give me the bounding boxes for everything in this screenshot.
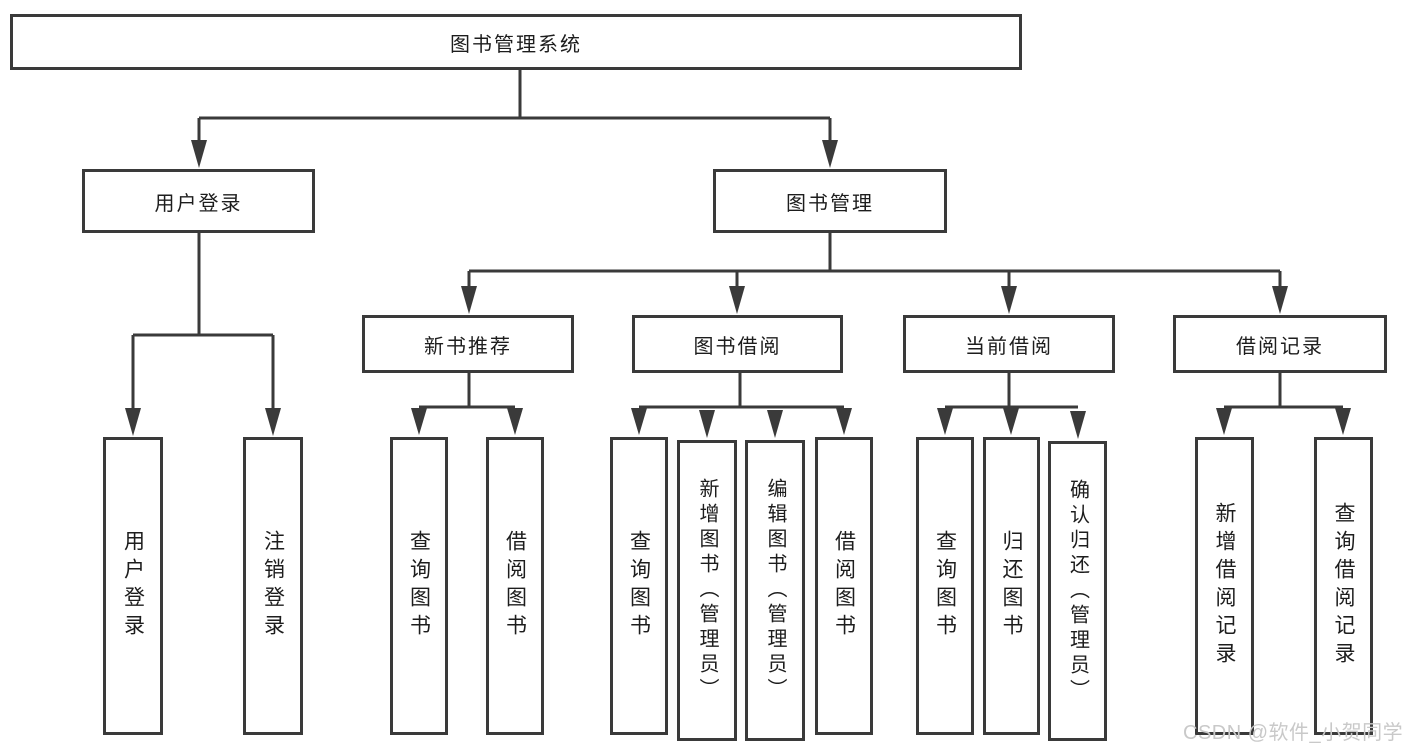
leaf-borrow-book: 借阅图书: [815, 437, 873, 735]
node-current-borrow: 当前借阅: [903, 315, 1115, 373]
node-user-login-branch: 用户登录: [82, 169, 315, 233]
node-new-book-recommend: 新书推荐: [362, 315, 574, 373]
leaf-confirm-return-admin: 确认归还（管理员）: [1048, 441, 1107, 741]
leaf-edit-book-admin: 编辑图书（管理员）: [745, 440, 805, 741]
leaf-recommend-query-book: 查询图书: [390, 437, 448, 735]
leaf-recommend-borrow-book: 借阅图书: [486, 437, 544, 735]
node-borrow-records: 借阅记录: [1173, 315, 1387, 373]
csdn-watermark: CSDN @软件_小贺同学: [1183, 722, 1404, 744]
leaf-user-login: 用户登录: [103, 437, 163, 735]
leaf-add-book-admin: 新增图书（管理员）: [677, 440, 737, 741]
node-book-management-branch: 图书管理: [713, 169, 947, 233]
leaf-current-query-book: 查询图书: [916, 437, 974, 735]
leaf-query-borrow-record: 查询借阅记录: [1314, 437, 1373, 735]
leaf-logout: 注销登录: [243, 437, 303, 735]
node-book-borrow: 图书借阅: [632, 315, 843, 373]
leaf-add-borrow-record: 新增借阅记录: [1195, 437, 1254, 735]
leaf-return-book: 归还图书: [983, 437, 1040, 735]
arrowheads: [125, 140, 1351, 439]
leaf-borrow-query-book: 查询图书: [610, 437, 668, 735]
node-root-library-system: 图书管理系统: [10, 14, 1022, 70]
